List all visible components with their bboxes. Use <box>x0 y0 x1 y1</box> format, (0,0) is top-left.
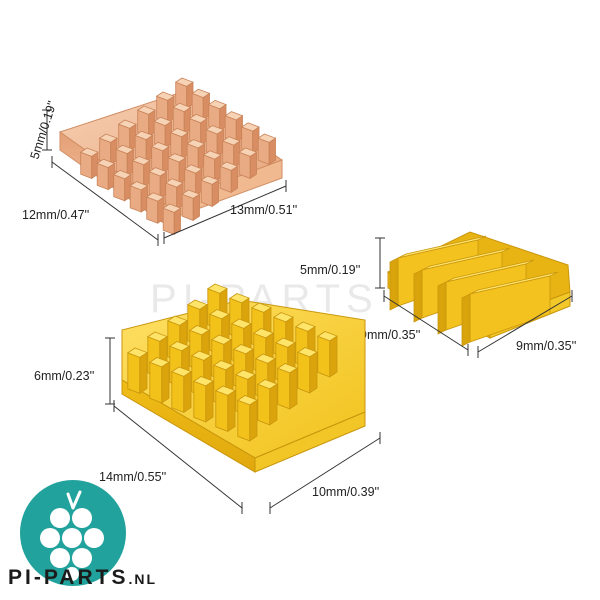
small-gold-width-label: 9mm/0.35'' <box>516 339 576 353</box>
copper-length-label: 12mm/0.47'' <box>22 208 89 222</box>
small-gold-height-label: 5mm/0.19'' <box>300 263 360 277</box>
large-gold-heatsink <box>121 283 366 473</box>
large-gold-height-label: 6mm/0.23'' <box>34 369 94 383</box>
copper-heatsink <box>58 77 284 236</box>
copper-pin-grid <box>79 77 277 236</box>
large-gold-width-label: 10mm/0.39'' <box>312 485 379 499</box>
small-gold-length-label: 9mm/0.35'' <box>360 328 420 342</box>
large-gold-pin-grid <box>126 283 338 442</box>
copper-width-label: 13mm/0.51'' <box>230 203 297 217</box>
copper-height-label: 5mm/0.19'' <box>28 99 60 161</box>
small-gold-heatsink <box>386 231 571 347</box>
brand-wordmark: PI-PARTS.NL <box>8 566 157 590</box>
raspberry-logo-icon <box>20 480 126 586</box>
brand-suffix: .NL <box>128 571 158 587</box>
brand-name: PI-PARTS <box>8 566 129 589</box>
small-gold-fins <box>389 235 559 347</box>
large-gold-length-label: 14mm/0.55'' <box>99 470 166 484</box>
